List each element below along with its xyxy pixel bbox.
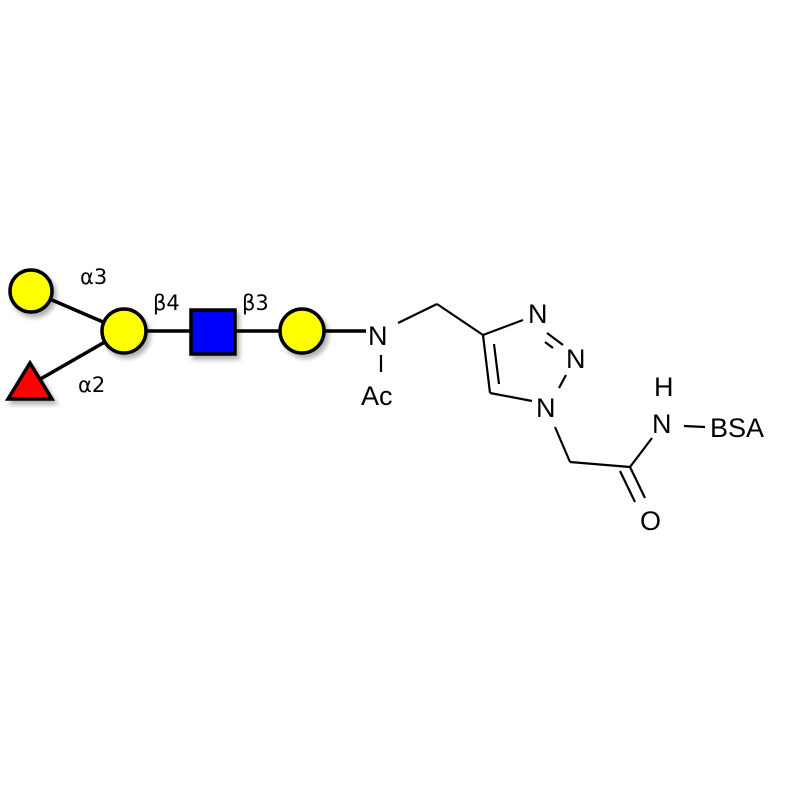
linkage-alpha2: α2	[78, 373, 105, 397]
galactose-terminal	[8, 268, 54, 314]
atom-amide-n: N	[652, 409, 672, 439]
atom-triazole-n3: N	[528, 299, 548, 329]
atom-n-acetamide: N	[368, 321, 388, 351]
atom-carbonyl-o: O	[640, 506, 661, 536]
linker-bonds	[379, 303, 706, 503]
atom-acetyl: Ac	[361, 381, 393, 411]
galactose-branch	[100, 307, 148, 355]
carrier-bsa: BSA	[710, 413, 764, 443]
fucose-triangle	[4, 359, 56, 401]
linkage-beta4: β4	[153, 291, 180, 315]
linkage-alpha3: α3	[80, 265, 107, 289]
atom-triazole-n1: N	[536, 393, 556, 423]
atom-amide-h: H	[654, 372, 674, 402]
galactose-reducing	[278, 307, 326, 355]
atom-triazole-n2: N	[566, 344, 586, 374]
linkage-beta3: β3	[242, 291, 269, 315]
glcnac-square	[189, 308, 237, 356]
